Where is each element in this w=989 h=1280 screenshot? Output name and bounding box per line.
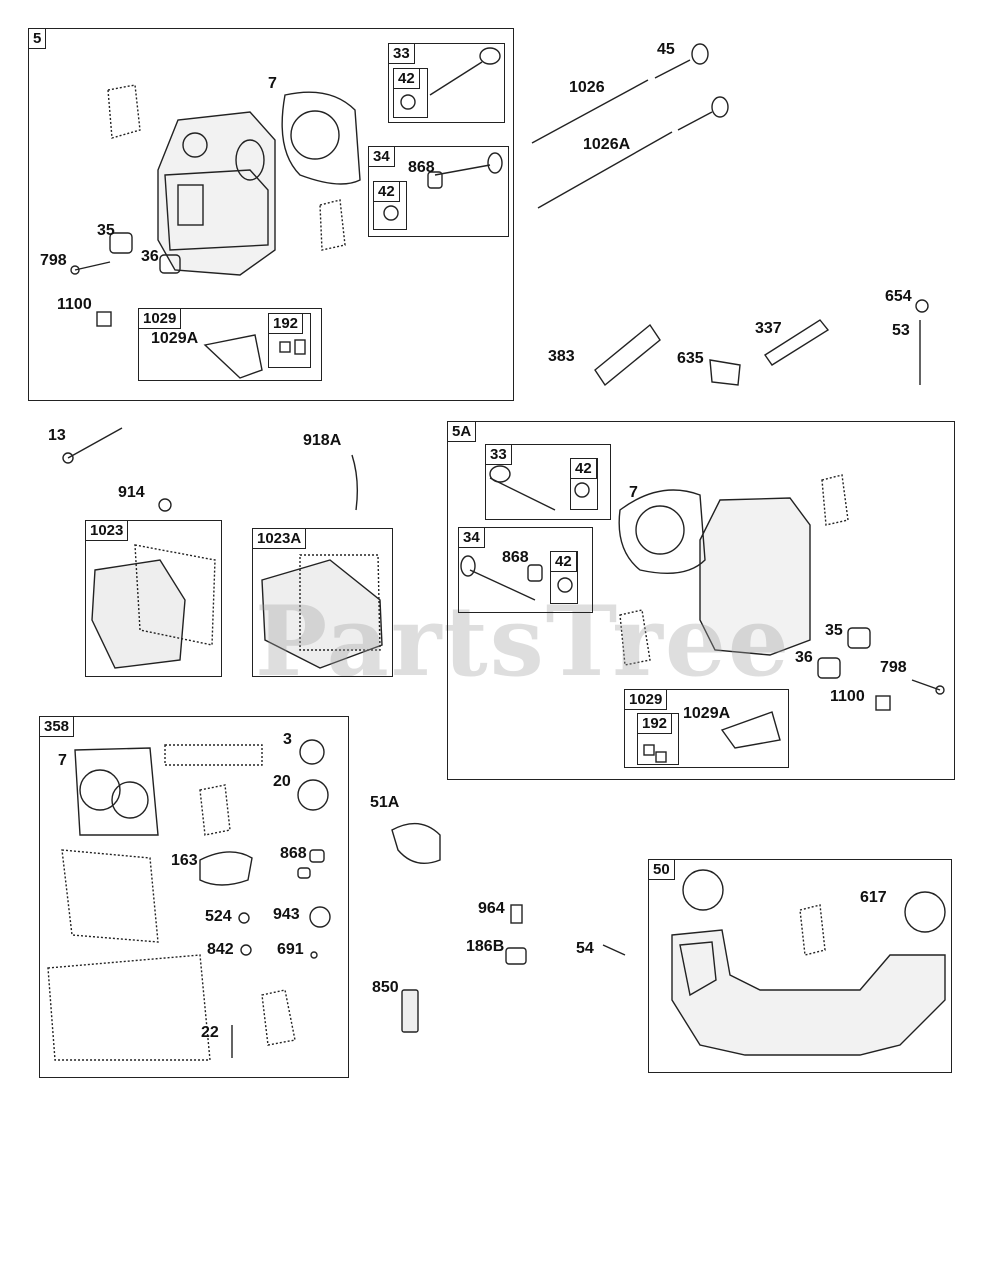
group-box-192: 192: [268, 313, 311, 368]
watermark: PartsTree: [255, 585, 791, 698]
callout-383: 383: [548, 348, 575, 365]
group-label: 5: [29, 29, 47, 49]
callout-36: 36: [141, 248, 159, 265]
callout-964: 964: [478, 900, 505, 917]
callout-868: 868: [408, 159, 435, 176]
group-label: 5A: [448, 422, 477, 442]
callout-1100: 1100: [57, 296, 92, 313]
group-label: 1029: [625, 690, 668, 710]
group-box-1029: 1029: [624, 689, 789, 768]
callout-635: 635: [677, 350, 704, 367]
group-label: 33: [389, 44, 415, 64]
group-box-1023A: 1023A: [252, 528, 393, 677]
callout-654: 654: [885, 288, 912, 305]
group-label: 358: [40, 717, 75, 737]
group-box-358: 358: [39, 716, 349, 1078]
group-box-50: 50: [648, 859, 952, 1073]
callout-7: 7: [629, 484, 638, 501]
callout-22: 22: [201, 1024, 219, 1041]
group-label: 1023: [86, 521, 129, 541]
group-box-33: 33: [388, 43, 505, 123]
callout-798: 798: [40, 252, 67, 269]
callout-7: 7: [268, 75, 277, 92]
group-label: 192: [638, 714, 673, 734]
group-box-42: 42: [373, 181, 407, 230]
group-box-5: 5: [28, 28, 514, 401]
callout-798: 798: [880, 659, 907, 676]
group-label: 42: [551, 552, 577, 572]
callout-7: 7: [58, 752, 67, 769]
group-label: 42: [394, 69, 420, 89]
callout-868: 868: [280, 845, 307, 862]
group-box-42: 42: [570, 458, 598, 510]
callout-617: 617: [860, 889, 887, 906]
callout-186B: 186B: [466, 938, 505, 955]
group-label: 50: [649, 860, 675, 880]
group-box-1023: 1023: [85, 520, 222, 677]
callout-691: 691: [277, 941, 304, 958]
callout-1026: 1026: [569, 79, 605, 96]
callout-45: 45: [657, 41, 675, 58]
group-box-5A: 5A: [447, 421, 955, 780]
group-label: 192: [269, 314, 304, 334]
callout-53: 53: [892, 322, 910, 339]
callout-163: 163: [171, 852, 198, 869]
callout-36: 36: [795, 649, 813, 666]
group-label: 1023A: [253, 529, 307, 549]
callout-1026A: 1026A: [583, 136, 631, 153]
callout-524: 524: [205, 908, 232, 925]
callout-35: 35: [97, 222, 115, 239]
group-box-34: 34: [458, 527, 593, 613]
callout-3: 3: [283, 731, 292, 748]
callout-918A: 918A: [303, 432, 342, 449]
group-box-42: 42: [393, 68, 428, 118]
callout-35: 35: [825, 622, 843, 639]
callout-868: 868: [502, 549, 529, 566]
callout-943: 943: [273, 906, 300, 923]
callout-914: 914: [118, 484, 145, 501]
group-box-42: 42: [550, 551, 578, 604]
group-label: 42: [571, 459, 597, 479]
group-label: 34: [369, 147, 395, 167]
group-box-192: 192: [637, 713, 679, 765]
callout-1029A: 1029A: [151, 330, 199, 347]
group-box-34: 34: [368, 146, 509, 237]
callout-842: 842: [207, 941, 234, 958]
group-label: 34: [459, 528, 485, 548]
callout-850: 850: [372, 979, 399, 996]
group-label: 42: [374, 182, 400, 202]
callout-20: 20: [273, 773, 291, 790]
callout-1029A: 1029A: [683, 705, 731, 722]
group-label: 33: [486, 445, 512, 465]
group-box-1029: 1029: [138, 308, 322, 381]
callout-51A: 51A: [370, 794, 400, 811]
callout-13: 13: [48, 427, 66, 444]
group-box-33: 33: [485, 444, 611, 520]
group-label: 1029: [139, 309, 182, 329]
callout-1100: 1100: [830, 688, 865, 705]
callout-337: 337: [755, 320, 782, 337]
callout-54: 54: [576, 940, 594, 957]
